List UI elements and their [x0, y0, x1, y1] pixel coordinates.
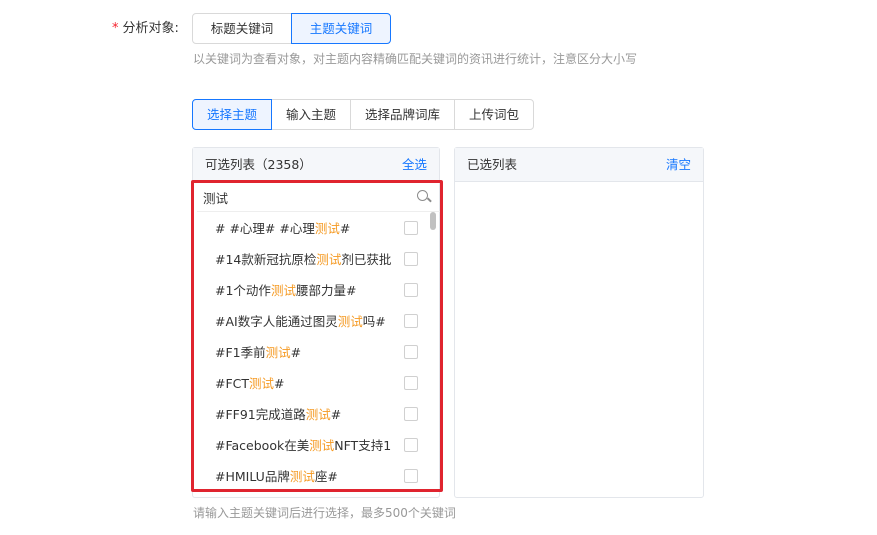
tab-upload-word-pack[interactable]: 上传词包	[454, 99, 535, 130]
title-keyword-option[interactable]: 标题关键词	[192, 13, 292, 44]
list-item-checkbox[interactable]	[404, 375, 418, 390]
list-item-text: #Facebook在美	[215, 438, 310, 453]
analysis-target-label-text: 分析对象:	[122, 21, 179, 36]
list-item-checkbox[interactable]	[404, 251, 418, 266]
required-mark: *	[112, 21, 119, 36]
search-icon[interactable]	[417, 190, 431, 204]
list-item-match: 测试	[270, 283, 296, 298]
list-item-checkbox[interactable]	[404, 220, 418, 235]
list-item-label: #F1季前测试#	[215, 342, 393, 361]
list-item-label: #1个动作测试腰部力量#	[215, 280, 393, 299]
select-all-button[interactable]: 全选	[401, 157, 427, 172]
list-item-label: #FCT测试#	[215, 373, 393, 392]
list-item[interactable]: #F1季前测试#	[197, 336, 440, 367]
list-item-match: 测试	[314, 221, 340, 236]
list-item-text: #AI数字人能通过图灵	[215, 314, 338, 329]
list-item-text-suffix: NFT支持1	[334, 438, 392, 453]
list-item-label: #AI数字人能通过图灵测试吗#	[215, 311, 393, 330]
list-item-text-suffix: 吗#	[362, 314, 386, 329]
list-item-label: #14款新冠抗原检测试剂已获批	[215, 249, 393, 268]
list-item-text: #FCT	[215, 376, 250, 391]
selection-tabs: 选择主题 输入主题 选择品牌词库 上传词包	[192, 99, 535, 130]
list-item-text-suffix: #	[290, 345, 302, 360]
selected-list-title: 已选列表	[467, 157, 518, 172]
list-scrollbar[interactable]	[429, 212, 437, 486]
list-item[interactable]: #HMILU品牌测试座#	[197, 460, 440, 488]
list-item-checkbox[interactable]	[404, 313, 418, 328]
list-item-text-suffix: #	[330, 407, 342, 422]
list-item-checkbox[interactable]	[404, 344, 418, 359]
list-item-text: #1个动作	[215, 283, 271, 298]
list-item-checkbox[interactable]	[404, 406, 418, 421]
topic-search	[197, 184, 437, 210]
list-item-label: #Facebook在美测试NFT支持1	[215, 435, 393, 454]
list-item-checkbox[interactable]	[404, 468, 418, 483]
topic-search-input[interactable]	[203, 189, 417, 205]
list-item-match: 测试	[316, 252, 342, 267]
list-item-match: 测试	[337, 314, 363, 329]
list-item[interactable]: #14款新冠抗原检测试剂已获批	[197, 243, 440, 274]
analysis-target-label: *分析对象:	[112, 18, 179, 40]
list-item-text: #FF91完成道路	[215, 407, 306, 422]
list-item-label: #HMILU品牌测试座#	[215, 466, 393, 485]
tab-input-topic[interactable]: 输入主题	[271, 99, 352, 130]
available-list-title: 可选列表（2358）	[205, 157, 312, 172]
list-item-text-suffix: 腰部力量#	[295, 283, 357, 298]
list-item[interactable]: #1个动作测试腰部力量#	[197, 274, 440, 305]
keyword-limit-hint: 请输入主题关键词后进行选择，最多500个关键词	[193, 506, 456, 520]
list-item-label: #FF91完成道路测试#	[215, 404, 393, 423]
scrollbar-thumb[interactable]	[430, 212, 436, 230]
list-item-label: # #心理# #心理测试#	[215, 218, 393, 237]
topic-list: # #心理# #心理测试##14款新冠抗原检测试剂已获批#1个动作测试腰部力量#…	[197, 211, 440, 488]
list-item-match: 测试	[249, 376, 275, 391]
selected-list-panel: 已选列表 清空	[454, 147, 704, 498]
list-item-checkbox[interactable]	[404, 437, 418, 452]
selected-list-header: 已选列表 清空	[455, 148, 703, 182]
clear-button[interactable]: 清空	[665, 157, 691, 172]
list-item-text-suffix: 剂已获批	[341, 252, 392, 267]
list-item-match: 测试	[309, 438, 335, 453]
available-list-panel: 可选列表（2358） 全选	[192, 147, 440, 498]
list-item-text: # #心理# #心理	[215, 221, 315, 236]
list-item-text-suffix: #	[274, 376, 285, 391]
list-item-text: #F1季前	[215, 345, 266, 360]
list-item[interactable]: #FF91完成道路测试#	[197, 398, 440, 429]
list-item[interactable]: #Facebook在美测试NFT支持1	[197, 429, 440, 460]
list-item-checkbox[interactable]	[404, 282, 418, 297]
list-item[interactable]: # #心理# #心理测试#	[197, 212, 440, 243]
list-item-text: #HMILU品牌	[215, 469, 290, 484]
list-item-match: 测试	[305, 407, 331, 422]
tab-select-topic[interactable]: 选择主题	[192, 99, 273, 130]
list-item-text-suffix: 座#	[314, 469, 338, 484]
tab-select-brand-lexicon[interactable]: 选择品牌词库	[350, 99, 456, 130]
list-item-text: #14款新冠抗原检	[215, 252, 317, 267]
list-item[interactable]: #FCT测试#	[197, 367, 440, 398]
topic-keyword-option[interactable]: 主题关键词	[291, 13, 391, 44]
list-item-match: 测试	[289, 469, 315, 484]
list-item[interactable]: #AI数字人能通过图灵测试吗#	[197, 305, 440, 336]
list-item-text-suffix: #	[339, 221, 351, 236]
list-item-match: 测试	[265, 345, 291, 360]
analysis-hint: 以关键词为查看对象，对主题内容精确匹配关键词的资讯进行统计，注意区分大小写	[193, 52, 638, 66]
available-list-header: 可选列表（2358） 全选	[193, 148, 439, 182]
